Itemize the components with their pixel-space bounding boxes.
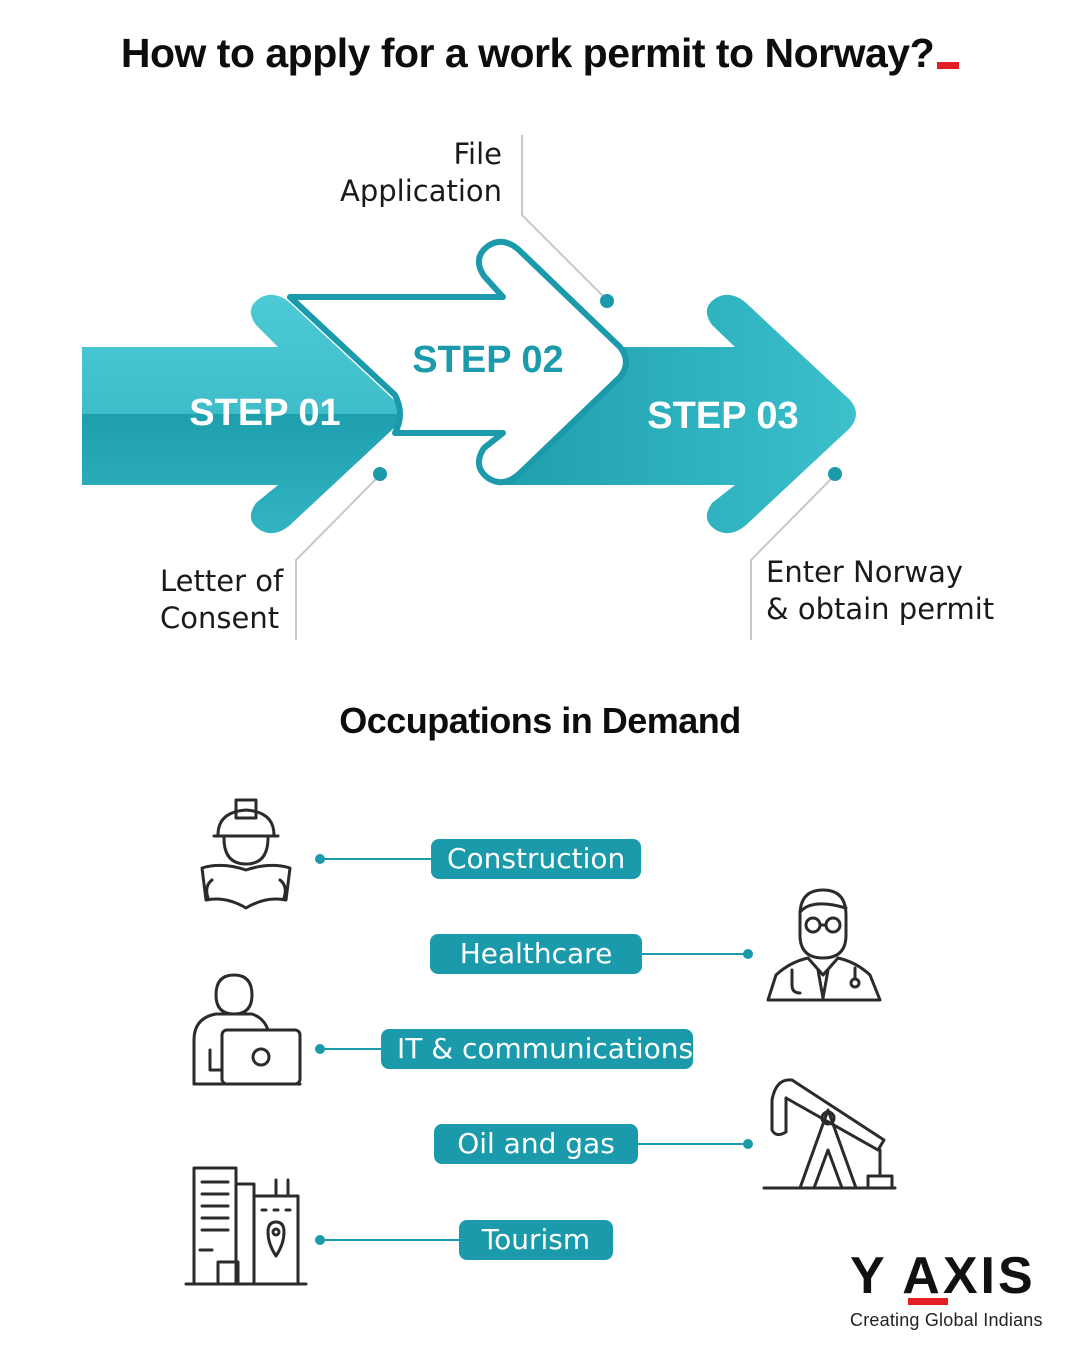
- construction-worker-icon: [200, 798, 292, 910]
- oil-pump-icon: [762, 1078, 897, 1190]
- occupation-healthcare: Healthcare: [430, 934, 642, 974]
- occupation-oil-gas: Oil and gas: [434, 1124, 638, 1164]
- doctor-icon: [766, 888, 882, 1002]
- logo-tagline: Creating Global Indians: [850, 1310, 1043, 1330]
- step-03-connector: [750, 474, 836, 640]
- y-axis-logo: Y AXIS Creating Global Indians: [850, 1248, 1060, 1331]
- step-01-arrow: [82, 294, 400, 534]
- step-01-label: STEP 01: [189, 392, 340, 434]
- step-03-description: Enter Norway & obtain permit: [766, 555, 995, 626]
- title-accent-mark: [937, 62, 960, 69]
- occupation-construction: Construction: [431, 839, 641, 879]
- step-03-connector-dot: [828, 467, 842, 481]
- step-01-description: Letter of Consent: [160, 564, 284, 635]
- step-01-connector-dot: [373, 467, 387, 481]
- step-02-label: STEP 02: [412, 339, 563, 381]
- page-title: How to apply for a work permit to Norway…: [0, 30, 1080, 77]
- city-location-icon: [184, 1166, 308, 1286]
- occupations-title: Occupations in Demand: [339, 700, 741, 741]
- laptop-user-icon: [192, 973, 302, 1086]
- occupation-tourism: Tourism: [459, 1220, 613, 1260]
- step-02-arrow: [287, 238, 629, 486]
- step-02-connector-dot: [600, 294, 614, 308]
- step-02-connector: [521, 135, 608, 301]
- logo-accent-bar: [908, 1298, 948, 1305]
- step-02-description: File Application: [340, 137, 503, 208]
- step-03-label: STEP 03: [647, 395, 798, 437]
- occupation-it-communications: IT & communications: [381, 1029, 693, 1069]
- step-01-connector: [295, 474, 381, 640]
- logo-wordmark: Y AXIS: [850, 1247, 1036, 1305]
